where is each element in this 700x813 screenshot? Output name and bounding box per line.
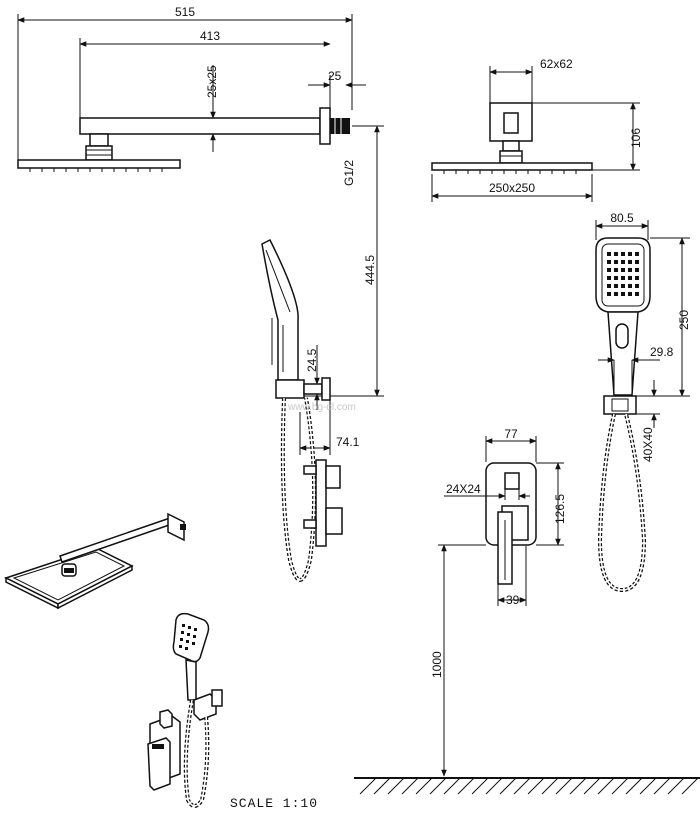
shower-head-front [431,162,593,171]
dim-lever-width: 39 [506,593,520,607]
dim-holder-offset: 24.5 [305,348,319,372]
isometric-shower-head [4,512,186,610]
dim-thread: G1/2 [342,160,356,186]
dim-flange-depth: 25 [328,69,342,83]
dim-plate-height: 126.5 [553,494,567,524]
shower-head-front-view: 62x62 106 250x250 [431,57,643,202]
shower-arm [79,117,321,135]
dim-plate-width: 77 [504,427,518,441]
watermark: www.bg-dl.com [287,402,356,413]
dim-handshower-width: 80.5 [610,211,634,225]
shower-head-side [17,159,181,169]
iso-handshower-head [172,612,210,663]
dim-head-connector: 62x62 [540,57,573,71]
handshower-holder [275,379,305,399]
iso-diverter [159,709,173,729]
wall-flange [319,107,331,145]
hose-front [597,413,647,593]
handshower-profile [261,238,299,381]
shower-arm-side-view: 515 413 25 25x25 [17,5,384,397]
dim-arm-section: 25x25 [205,65,219,98]
floor-line [354,777,700,795]
dim-handle-width: 29.8 [650,345,674,359]
nozzle-row [29,168,163,172]
dim-arm-total: 515 [175,5,195,19]
dim-arm-length: 413 [200,29,220,43]
dim-head-height: 106 [629,128,643,148]
valve-front-view: 77 24X24 126.5 39 1000 [430,427,567,777]
dim-holder-depth: 74.1 [336,435,360,449]
mode-button [615,323,629,349]
dim-install-height: 1000 [430,651,444,678]
dim-handle-square: 24X24 [446,482,481,496]
scale-label: SCALE 1:10 [230,796,318,811]
iso-arm [59,517,173,563]
dim-holder-size: 40X40 [641,427,655,462]
iso-holder [193,693,217,721]
valve-plate-side [315,459,327,547]
spray-pattern [607,252,639,296]
iso-lever [147,737,171,791]
dim-outlet-height: 444.5 [363,255,377,285]
iso-handle [185,659,197,701]
dim-head-size: 250x250 [489,181,535,195]
handshower-front-view: 80.5 250 29.8 40X40 [595,211,691,593]
diverter-knob [504,472,520,490]
handshower-head [595,237,651,313]
iso-flange [167,512,185,542]
nozzle-row-front [443,170,577,174]
handshower-side-view: 24.5 74.1 [261,238,360,582]
holder-wall-plate [321,377,331,401]
iso-spray-pattern [179,624,197,650]
isometric-handshower-set [147,612,223,808]
dim-handshower-length: 250 [677,310,691,330]
